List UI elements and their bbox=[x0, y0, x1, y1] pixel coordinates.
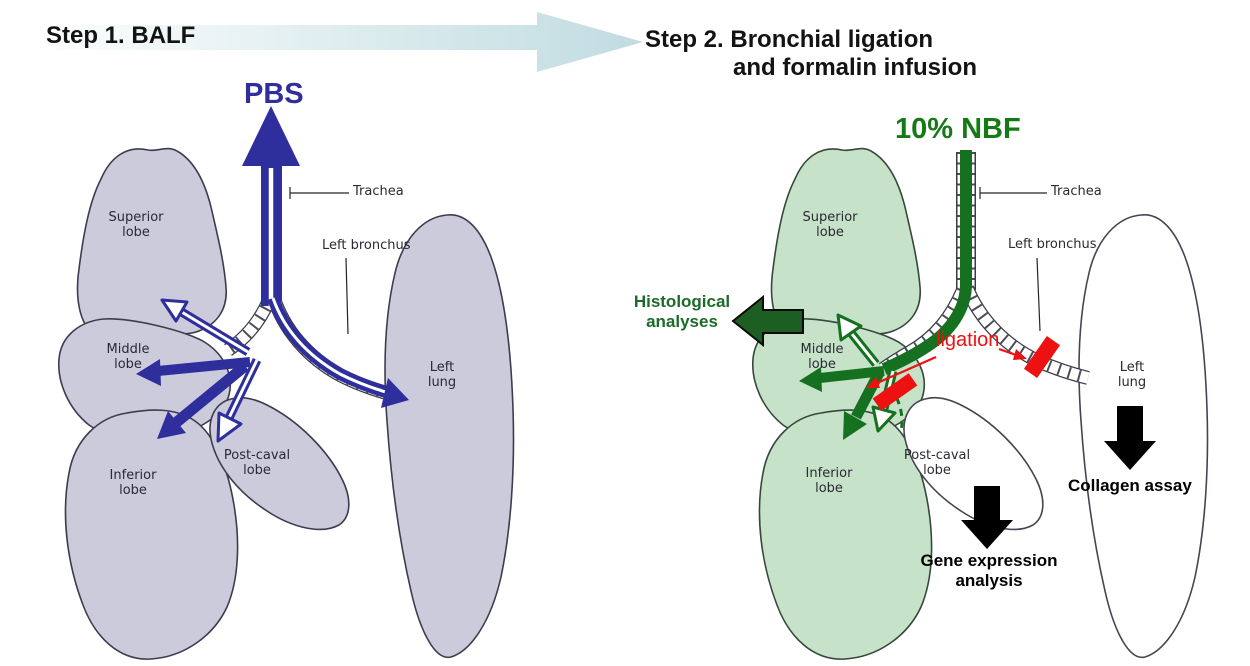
ligation-mark-left-bronchus bbox=[1023, 336, 1061, 378]
ligation-label: ligation bbox=[936, 329, 1000, 351]
inferior-lobe-label-step2: Inferior lobe bbox=[805, 466, 853, 496]
trachea-label-step2: Trachea bbox=[1051, 184, 1102, 199]
trachea-label-step1: Trachea bbox=[353, 184, 404, 199]
label-pointer-lines-step2 bbox=[979, 187, 1047, 332]
inferior-lobe-shape-step1 bbox=[64, 409, 239, 660]
ligation-marks bbox=[866, 336, 1061, 411]
left-bronchus-label-step1: Left bronchus bbox=[322, 238, 411, 253]
left-lung-shape-step2 bbox=[1078, 213, 1209, 659]
left-lung-label-step2: Left lung bbox=[1117, 360, 1147, 390]
step-flow-arrow bbox=[55, 12, 643, 72]
collagen-assay-label: Collagen assay bbox=[1068, 476, 1192, 495]
gene-expression-down-arrow bbox=[961, 486, 1013, 549]
ligation-mark-left-branch bbox=[872, 373, 918, 411]
step1-lung-diagram bbox=[57, 106, 515, 660]
step2-title: Step 2. Bronchial ligation and formalin … bbox=[645, 26, 977, 81]
step1-title: Step 1. BALF bbox=[46, 22, 196, 49]
superior-lobe-label-step1: Superior lobe bbox=[108, 210, 164, 240]
histological-block-arrow bbox=[731, 294, 804, 348]
left-lung-label-step1: Left lung bbox=[427, 360, 457, 390]
pbs-flow-arrows bbox=[136, 106, 409, 443]
collagen-down-arrow bbox=[1104, 406, 1156, 470]
gene-expression-label: Gene expression analysis bbox=[920, 551, 1058, 590]
label-pointer-lines-step1 bbox=[289, 187, 349, 335]
inferior-lobe-label-step1: Inferior lobe bbox=[109, 468, 157, 498]
step2-title-line1: Step 2. Bronchial ligation bbox=[645, 26, 934, 53]
middle-lobe-label-step1: Middle lobe bbox=[106, 342, 150, 372]
middle-lobe-label-step2: Middle lobe bbox=[800, 342, 844, 372]
post-caval-lobe-label-step1: Post-caval lobe bbox=[223, 448, 291, 478]
left-bronchus-label-step2: Left bronchus bbox=[1008, 237, 1097, 252]
step2-lung-diagram bbox=[731, 149, 1209, 660]
histological-analyses-label: Histological analyses bbox=[633, 292, 731, 331]
pbs-up-arrowhead bbox=[242, 106, 300, 166]
left-lung-shape-step1 bbox=[384, 213, 515, 659]
pbs-label: PBS bbox=[244, 78, 304, 110]
nbf-label: 10% NBF bbox=[895, 113, 1021, 145]
superior-lobe-shape-step1 bbox=[76, 147, 228, 341]
post-caval-lobe-label-step2: Post-caval lobe bbox=[903, 448, 971, 478]
step2-title-line2: and formalin infusion bbox=[733, 53, 977, 81]
superior-lobe-label-step2: Superior lobe bbox=[802, 210, 858, 240]
